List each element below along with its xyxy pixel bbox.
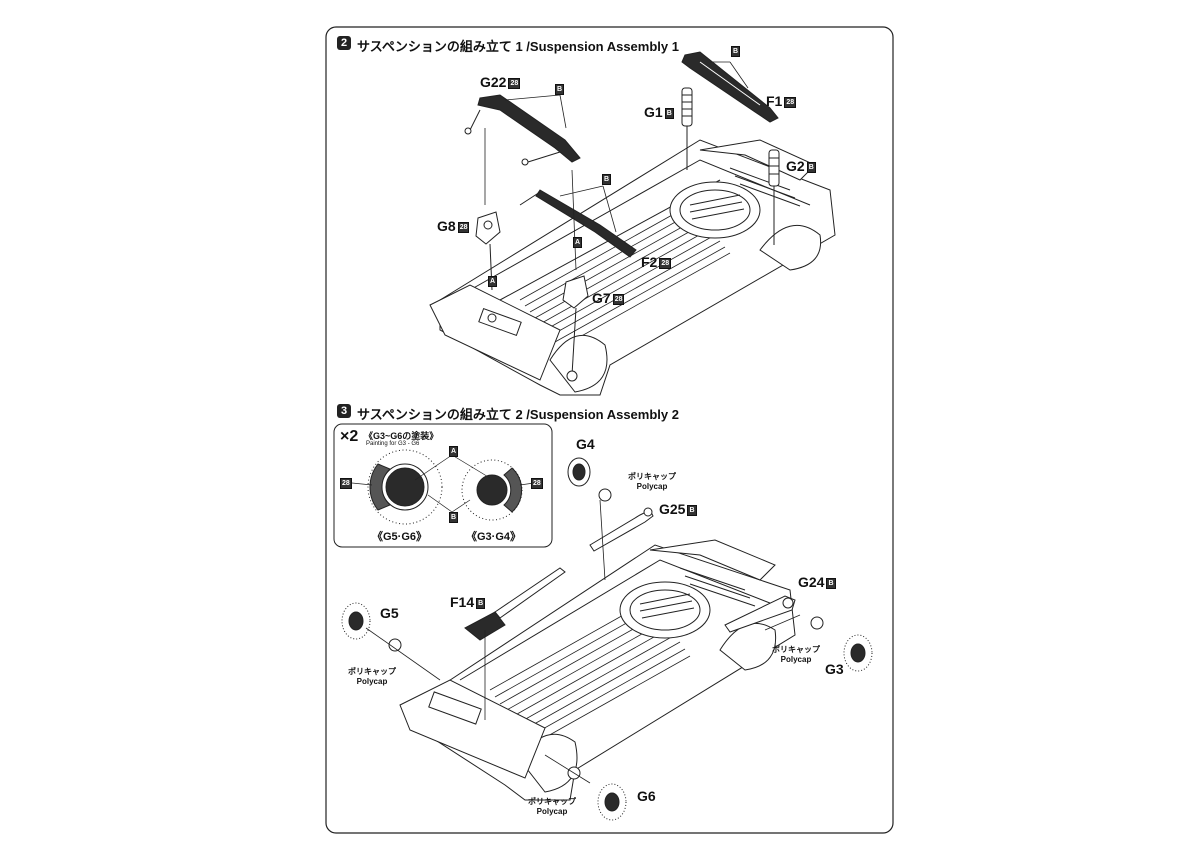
step3-number: 3 (337, 404, 351, 418)
g8-knuckle (475, 211, 501, 291)
polycap-jp: ポリキャップ (628, 472, 676, 481)
f14-suspension-arm (464, 567, 566, 641)
polycap-en: Polycap (356, 677, 388, 686)
polycap-en: Polycap (536, 807, 568, 816)
g4-label: G4 (576, 436, 595, 452)
step2-chassis-drawing (429, 139, 836, 396)
g1-damper (681, 87, 693, 170)
f1-code: 28 (784, 96, 797, 108)
inset-code-left: 28 (340, 478, 352, 489)
polycap-jp: ポリキャップ (348, 667, 396, 676)
g3-g4-disc-drawing (461, 459, 523, 521)
g25-code: B (687, 504, 697, 516)
g5-polycap (388, 638, 402, 652)
g2-code: B (806, 161, 816, 173)
g2-label-text: G2 (786, 158, 805, 174)
paint-b-marker-g22: B (555, 84, 565, 95)
inset-subheading: Painting for G3 - G6 (366, 441, 420, 447)
step3-chassis-drawing (399, 539, 796, 801)
step2-title: サスペンションの組み立て 1 /Suspension Assembly 1 (357, 39, 679, 54)
g3-label: G3 (825, 661, 844, 677)
f2-code: 28 (659, 257, 672, 269)
inset-label-b: B (449, 512, 459, 523)
g1-label-text: G1 (644, 104, 663, 120)
g8-label-text: G8 (437, 218, 456, 234)
polycap-jp: ポリキャップ (528, 797, 576, 806)
paint-b-marker-f2: B (602, 174, 612, 185)
g7-knuckle (562, 275, 589, 382)
g22-code: 28 (508, 77, 521, 89)
f2-label-text: F2 (641, 254, 658, 270)
g5-g6-disc-drawing (367, 449, 443, 525)
g24-label-text: G24 (798, 574, 825, 590)
f14-code: B (476, 597, 486, 609)
g1-code: B (664, 107, 674, 119)
g24-code: B (826, 577, 836, 589)
paint-b-marker-f1: B (731, 46, 741, 57)
g7-code: 28 (612, 293, 625, 305)
f14-label-text: F14 (450, 594, 475, 610)
f1-label-text: F1 (766, 93, 783, 109)
g4-brake-disc (567, 457, 591, 487)
inset-right-caption: 《G3·G4》 (466, 531, 522, 543)
polycap-jp: ポリキャップ (772, 645, 820, 654)
step2-floor-ribs (519, 204, 731, 349)
inset-label-a: A (449, 446, 459, 457)
g22-label-text: G22 (480, 74, 507, 90)
polycap-callout-g4: ポリキャップ Polycap (628, 472, 676, 492)
inset-code-right: 28 (531, 478, 543, 489)
step3-title: サスペンションの組み立て 2 /Suspension Assembly 2 (357, 407, 679, 422)
inset-multiplier: ×2 (340, 428, 359, 445)
polycap-callout-g3: ポリキャップ Polycap (772, 645, 820, 665)
g3-polycap (810, 616, 824, 630)
g6-label: G6 (637, 788, 656, 804)
paint-a-marker-g8: A (488, 276, 498, 287)
inset-left-caption: 《G5·G6》 (372, 531, 428, 543)
f2-suspension-arm (519, 189, 637, 258)
f1-suspension-arm (681, 51, 779, 123)
inset-heading: 《G3~G6の塗装》 (364, 431, 439, 441)
step3-guide-lines (365, 499, 801, 784)
g25-suspension-arm (589, 507, 654, 552)
g24-suspension-arm (724, 595, 796, 633)
g7-label-text: G7 (592, 290, 611, 306)
step2-number: 2 (337, 36, 351, 50)
page-frame (325, 26, 894, 834)
g4-polycap (598, 488, 612, 502)
polycap-en: Polycap (780, 655, 812, 664)
paint-a-marker-f2: A (573, 237, 583, 248)
g8-code: 28 (457, 221, 470, 233)
g25-label-text: G25 (659, 501, 686, 517)
polycap-callout-g5: ポリキャップ Polycap (348, 667, 396, 687)
g5-brake-disc (341, 602, 371, 640)
g2-damper (768, 149, 780, 245)
g6-brake-disc (597, 783, 627, 821)
g5-label: G5 (380, 605, 399, 621)
step2-guide-lines (484, 61, 749, 271)
polycap-en: Polycap (636, 482, 668, 491)
g22-suspension-arm (464, 94, 581, 166)
polycap-callout-g6: ポリキャップ Polycap (528, 797, 576, 817)
g3-brake-disc (843, 634, 873, 672)
